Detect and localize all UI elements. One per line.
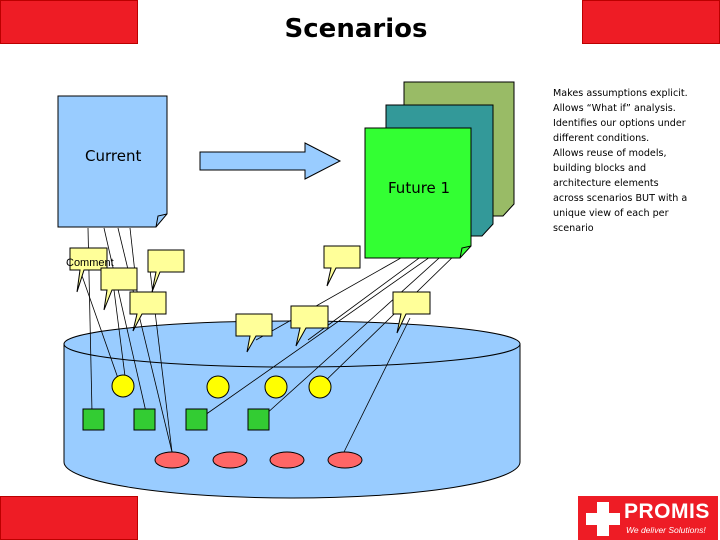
notes-line: building blocks and xyxy=(553,163,647,174)
notes-line: Identifies our options under xyxy=(553,118,686,129)
notes-line: Makes assumptions explicit. xyxy=(553,88,688,99)
comment-callout xyxy=(69,247,108,293)
notes-text: Makes assumptions explicit. Allows “What… xyxy=(553,86,713,236)
comment-callout xyxy=(392,291,431,334)
element-circle xyxy=(308,375,332,399)
connector-line xyxy=(117,227,173,453)
comment-label: Comment xyxy=(66,257,114,269)
element-ellipse xyxy=(154,451,190,469)
notes-line: different conditions. xyxy=(553,133,650,144)
corner-block-top-right xyxy=(582,0,720,44)
connector-line xyxy=(317,249,461,389)
connector-line xyxy=(264,249,449,416)
notes-line: across scenarios BUT with a xyxy=(553,193,688,204)
connector-line xyxy=(103,227,147,413)
promis-logo: PROMIS We deliver Solutions! xyxy=(578,496,718,540)
notes-line: architecture elements xyxy=(553,178,659,189)
element-circle xyxy=(111,374,135,398)
comment-callout xyxy=(129,291,167,332)
corner-block-top-left xyxy=(0,0,138,44)
connector-line xyxy=(343,317,411,453)
current-label: Current xyxy=(85,147,141,165)
element-square xyxy=(247,408,270,431)
logo-tagline: We deliver Solutions! xyxy=(626,525,706,535)
notes-line: Allows reuse of models, xyxy=(553,148,667,159)
element-circle xyxy=(206,375,230,399)
connector-line xyxy=(204,249,441,416)
comment-callout xyxy=(100,267,138,311)
connector-line xyxy=(255,249,416,341)
connector-line xyxy=(79,269,121,385)
repository-cylinder xyxy=(63,320,521,499)
notes-line: unique view of each per xyxy=(553,208,669,219)
future-label: Future 1 xyxy=(388,179,450,197)
element-ellipse xyxy=(212,451,248,469)
logo-name: PROMIS xyxy=(624,500,710,523)
future-document-stack: Future 1 xyxy=(364,81,515,259)
comment-callout xyxy=(323,245,361,287)
comment-callout xyxy=(235,313,273,353)
element-square xyxy=(133,408,156,431)
element-ellipse xyxy=(327,451,363,469)
comment-callout xyxy=(290,305,329,347)
element-square xyxy=(185,408,208,431)
element-ellipse xyxy=(269,451,305,469)
connector-line xyxy=(113,289,127,385)
notes-line: Allows “What if” analysis. xyxy=(553,103,676,114)
element-square xyxy=(82,408,105,431)
comment-callouts xyxy=(69,245,431,353)
repository-elements xyxy=(82,374,363,469)
slide-title: Scenarios xyxy=(284,14,428,44)
transition-arrow xyxy=(199,142,342,180)
cross-icon xyxy=(586,502,620,536)
element-circle xyxy=(264,375,288,399)
notes-line: scenario xyxy=(553,223,594,234)
current-document: Current xyxy=(57,95,168,228)
comment-callout xyxy=(147,249,185,293)
